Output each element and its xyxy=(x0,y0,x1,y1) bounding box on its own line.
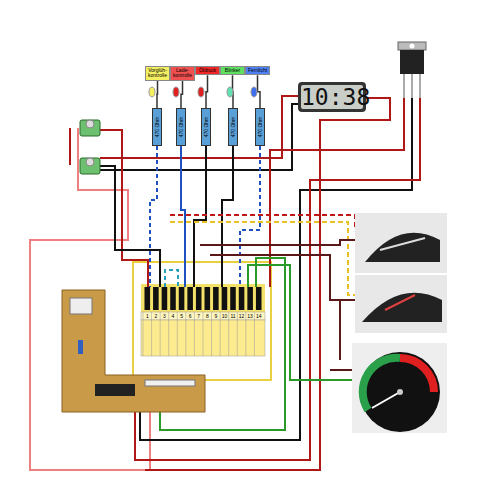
node-text: 470 Ohm xyxy=(154,117,160,138)
pin-number: 7 xyxy=(194,313,203,320)
pin-number: 6 xyxy=(186,313,195,320)
led xyxy=(149,87,257,97)
node-text: 470 Ohm xyxy=(230,117,236,138)
node-text: Fernlicht xyxy=(247,68,268,73)
led-wire xyxy=(206,75,208,108)
lamp-label: Öldruck xyxy=(195,66,220,75)
pin-number: 4 xyxy=(169,313,178,320)
pin-number: 2 xyxy=(152,313,161,320)
node-text: 10:38 xyxy=(301,85,363,109)
connector-outline xyxy=(133,262,271,380)
tachometer xyxy=(360,352,440,432)
lamp-label: Fernlicht xyxy=(245,66,270,75)
gauge-photo xyxy=(355,275,447,333)
pin-number: 14 xyxy=(254,313,263,320)
led-wire xyxy=(258,75,261,108)
pin-number: 9 xyxy=(212,313,221,320)
pin-number: 11 xyxy=(229,313,238,320)
regulator-tab xyxy=(398,42,426,50)
board-chip xyxy=(95,384,135,396)
resistor: 470 Ohm xyxy=(152,108,162,146)
node-text: Blinker xyxy=(222,68,243,73)
pin-number: 1 xyxy=(143,313,152,320)
lamp-label: Blinker xyxy=(220,66,245,75)
node-text: 470 Ohm xyxy=(203,117,209,138)
node-text: Öldruck xyxy=(197,68,218,73)
board-connector xyxy=(70,298,92,314)
pin-number: 13 xyxy=(246,313,255,320)
led-wire xyxy=(181,81,183,109)
node-text: 470 Ohm xyxy=(178,117,184,138)
fuel-gauge xyxy=(365,233,440,262)
led-wire xyxy=(156,81,158,109)
bulb-holder xyxy=(80,120,100,174)
connector-body xyxy=(141,284,265,312)
regulator-hole xyxy=(410,44,415,49)
tachometer-photo xyxy=(352,343,447,433)
resistor: 470 Ohm xyxy=(201,108,211,146)
clock-display: 10:38 xyxy=(298,82,366,112)
node-text: Lade-kontrolle xyxy=(172,68,193,79)
pin-number: 10 xyxy=(220,313,229,320)
pin-number: 12 xyxy=(237,313,246,320)
pin-number: 3 xyxy=(160,313,169,320)
resistor: 470 Ohm xyxy=(255,108,265,146)
pin-number: 5 xyxy=(177,313,186,320)
lamp-label: Vorglüh-kontrolle xyxy=(145,66,170,81)
board-resistor xyxy=(78,340,83,354)
lamp-label: Lade-kontrolle xyxy=(170,66,195,81)
gauge-photo xyxy=(355,213,447,273)
resistor: 470 Ohm xyxy=(176,108,186,146)
voltage-regulator xyxy=(400,50,424,74)
node-text: Vorglüh-kontrolle xyxy=(147,68,168,79)
circuit-board xyxy=(62,290,205,412)
node-text: 470 Ohm xyxy=(257,117,263,138)
pin-table-columns xyxy=(143,312,254,356)
resistor: 470 Ohm xyxy=(228,108,238,146)
board-header xyxy=(145,380,195,386)
temp-gauge xyxy=(362,293,442,322)
regulator-legs xyxy=(404,74,420,98)
connector-pins xyxy=(145,287,262,310)
pin-number: 8 xyxy=(203,313,212,320)
